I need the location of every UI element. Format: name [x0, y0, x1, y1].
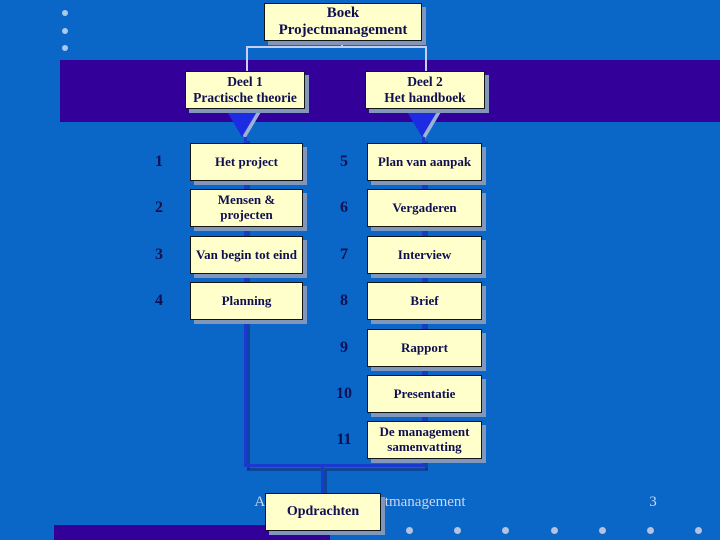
chapter-number: 2	[155, 199, 163, 216]
part1-line1: Deel 1	[227, 74, 263, 90]
bottom-box-label: Opdrachten	[286, 503, 360, 519]
chapter-label: Planning	[221, 292, 272, 308]
joint-stub-to-bottom-box	[321, 467, 324, 493]
part-box-deel1: Deel 1 Practische theorie	[185, 71, 305, 109]
chapter-number: 5	[340, 153, 348, 170]
chapter-number: 11	[336, 431, 352, 448]
connector-right-drop	[425, 47, 427, 72]
bullet-dot-icon	[62, 10, 68, 16]
chapter-box: De management samenvatting	[367, 421, 482, 459]
chapter-box: Van begin tot eind	[190, 236, 303, 274]
chapter-box: Interview	[367, 236, 482, 274]
chapter-number: 10	[336, 385, 352, 402]
chapter-box: Brief	[367, 282, 482, 320]
bottom-box-opdrachten: Opdrachten	[265, 493, 381, 531]
bullet-dot-icon	[406, 527, 413, 534]
part-box-deel2: Deel 2 Het handboek	[365, 71, 485, 109]
bullet-dot-icon	[454, 527, 461, 534]
bullet-dot-icon	[647, 527, 654, 534]
connector-horizontal	[246, 46, 427, 48]
page-number: 3	[649, 494, 657, 510]
chapter-number: 1	[155, 153, 163, 170]
joint-horizontal-line	[244, 464, 425, 467]
chapter-label: Van begin tot eind	[195, 246, 298, 262]
chapter-number: 4	[155, 292, 163, 309]
bullet-dot-icon	[62, 45, 68, 51]
chapter-number: 7	[340, 246, 348, 263]
bullet-dot-icon	[599, 527, 606, 534]
bullet-dot-icon	[502, 527, 509, 534]
bullet-dot-icon	[551, 527, 558, 534]
part2-line1: Deel 2	[407, 74, 443, 90]
bullet-dot-icon	[695, 527, 702, 534]
chapter-label: Het project	[215, 153, 278, 169]
chapter-box: Het project	[190, 143, 303, 181]
chapter-label: De management samenvatting	[379, 424, 470, 454]
bottom-left-band	[54, 525, 330, 540]
chapter-label: Vergaderen	[392, 199, 457, 215]
title-box: Boek Projectmanagement	[264, 3, 422, 41]
part1-line2: Practische theorie	[193, 90, 297, 105]
down-arrow-icon	[226, 110, 258, 137]
chapter-number: 9	[340, 339, 348, 356]
bullet-dot-icon	[62, 27, 68, 34]
chapter-label: Rapport	[401, 339, 448, 355]
chapter-box: Vergaderen	[367, 189, 482, 227]
chapter-number: 8	[340, 292, 348, 309]
chapter-box: Plan van aanpak	[367, 143, 482, 181]
chapter-label: Brief	[410, 292, 439, 308]
title-line2: Projectmanagement	[278, 22, 408, 38]
connector-left-drop	[246, 47, 248, 72]
chapter-number: 6	[340, 199, 348, 216]
chapter-box: Rapport	[367, 329, 482, 367]
down-arrow-icon	[406, 110, 438, 137]
chapter-label: Mensen & projecten	[217, 192, 276, 222]
chapter-box: Presentatie	[367, 375, 482, 413]
chapter-label: Presentatie	[393, 385, 456, 401]
connector-title-stub	[341, 40, 343, 47]
part2-line2: Het handboek	[384, 90, 466, 105]
chapter-label: Plan van aanpak	[377, 153, 472, 169]
chapter-label: Interview	[397, 246, 452, 262]
chapter-box: Mensen & projecten	[190, 189, 303, 227]
chapter-box: Planning	[190, 282, 303, 320]
chapter-number: 3	[155, 246, 163, 263]
title-line1: Boek	[326, 4, 360, 21]
